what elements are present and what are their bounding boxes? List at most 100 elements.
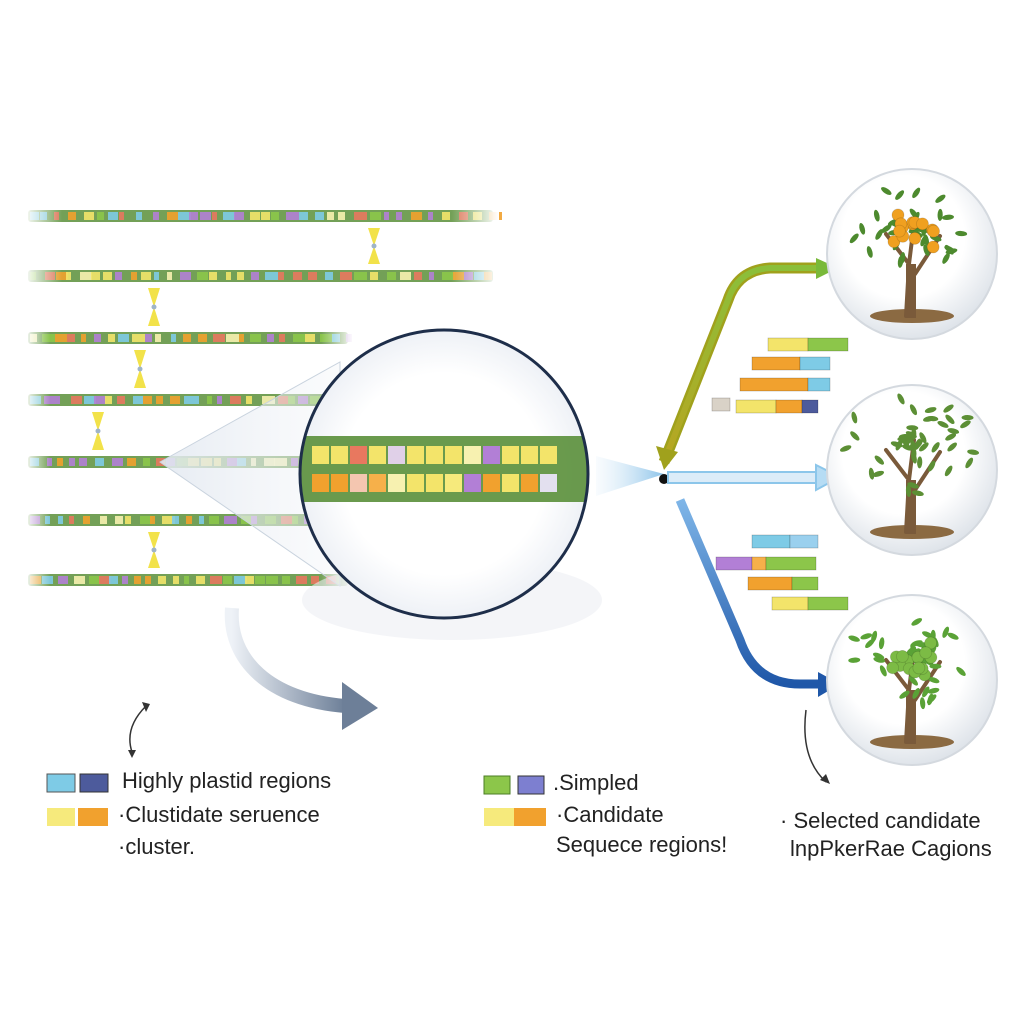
legend-left-line1: Highly plastid regions <box>122 768 332 793</box>
tree-leaf <box>909 404 918 416</box>
magnified-cell <box>540 474 557 492</box>
magnified-cell <box>464 474 481 492</box>
tree-leaf <box>943 404 954 413</box>
tree-leaf <box>911 490 924 497</box>
magnified-cell <box>312 474 329 492</box>
tree-fruit <box>927 224 940 238</box>
tree-leaf <box>866 246 873 258</box>
tree-fruit <box>919 646 933 660</box>
tree-leaf <box>945 248 958 255</box>
tree-leaf <box>942 626 950 638</box>
tree-fruit <box>895 650 909 663</box>
tree-leaf <box>922 686 930 698</box>
swatch-yellow <box>47 808 75 826</box>
tree-leaf <box>859 222 866 235</box>
output-beam <box>596 456 664 496</box>
tree-leaf <box>899 252 906 265</box>
tree-leaf <box>881 224 892 233</box>
tree-leaf <box>919 442 929 452</box>
tree-leaf <box>850 431 860 441</box>
bar-segment <box>791 576 819 591</box>
strand-fade <box>24 330 354 346</box>
connector-node <box>371 243 377 249</box>
tree-leaf <box>942 253 950 264</box>
magnified-cell <box>388 446 405 464</box>
swatch-green <box>483 775 511 795</box>
legend-swatches <box>46 773 546 826</box>
tree-leaf <box>912 688 920 699</box>
swatch-orange <box>78 808 108 826</box>
tree-leaf <box>956 666 966 676</box>
strand-connector <box>148 532 160 568</box>
tree-leaf <box>944 465 953 477</box>
strand-fade <box>24 208 499 224</box>
tree-leaf <box>945 433 957 441</box>
magnified-cell <box>521 446 538 464</box>
magnified-cell <box>540 446 557 464</box>
connector-node <box>151 547 157 553</box>
magnified-cell <box>350 446 367 464</box>
magnified-cell <box>483 446 500 464</box>
hub-node <box>659 474 669 484</box>
bar-segment <box>751 356 801 371</box>
tree-leaf <box>955 230 968 237</box>
magnified-cell <box>445 474 462 492</box>
tree-leaf <box>960 420 971 429</box>
tree-leaf <box>919 697 926 710</box>
bar-segment <box>739 377 809 392</box>
tree-leaf <box>911 447 917 460</box>
orange-fruit-tree-icon <box>826 168 998 340</box>
connector-node <box>151 304 157 310</box>
bar-segment <box>771 596 809 611</box>
double-head-arrow-icon <box>128 702 150 758</box>
tree-leaf <box>928 460 936 472</box>
tree-leaf <box>927 693 934 706</box>
bar-segment <box>789 534 819 549</box>
tree-leaf <box>848 657 861 663</box>
sequence-strand <box>24 208 502 224</box>
tree-leaf <box>895 190 905 200</box>
connector-top <box>134 350 146 369</box>
branch-arrow-top <box>656 258 838 470</box>
tree-leaf <box>961 415 974 421</box>
tree-leaf <box>874 455 884 465</box>
bar-segment <box>807 337 849 352</box>
tree-leaf <box>908 676 918 686</box>
swatch-navy <box>79 773 109 793</box>
green-fruit-tree-icon <box>826 594 998 766</box>
magnified-cell <box>407 446 424 464</box>
swatch-purple <box>517 775 545 795</box>
bar-segment <box>735 399 777 414</box>
tree-leaf <box>879 665 887 677</box>
legend-left-line2: ·Clustidate seruence <box>118 802 320 827</box>
strand-connector <box>134 350 146 388</box>
tree-leaf <box>865 638 875 648</box>
tree-leaf <box>912 187 921 199</box>
tree-leaf <box>873 209 880 222</box>
bar-segment <box>747 576 793 591</box>
connector-node <box>137 366 143 372</box>
bar-segment <box>715 556 753 571</box>
magnified-cell <box>407 474 424 492</box>
magnified-cell <box>369 474 386 492</box>
tree-leaf <box>917 456 923 469</box>
tree-leaf <box>927 676 940 684</box>
magnified-cell <box>502 446 519 464</box>
tree-leaf <box>909 208 919 219</box>
bar-segment <box>765 556 817 571</box>
swatch-orange-2 <box>514 808 546 826</box>
tree-leaf <box>905 431 917 439</box>
tree-leaf <box>911 618 923 626</box>
connector-top <box>92 412 104 431</box>
magnified-cell <box>369 446 386 464</box>
strand-fade <box>24 268 499 284</box>
tree-leaf <box>923 416 935 422</box>
magnified-cell <box>464 446 481 464</box>
branch-arrow-middle <box>667 463 843 492</box>
tree-leaf <box>922 631 934 639</box>
magnified-cell <box>502 474 519 492</box>
tree-trunk <box>906 480 916 534</box>
tree-leaf <box>872 470 885 477</box>
tree-leaf <box>927 687 940 694</box>
